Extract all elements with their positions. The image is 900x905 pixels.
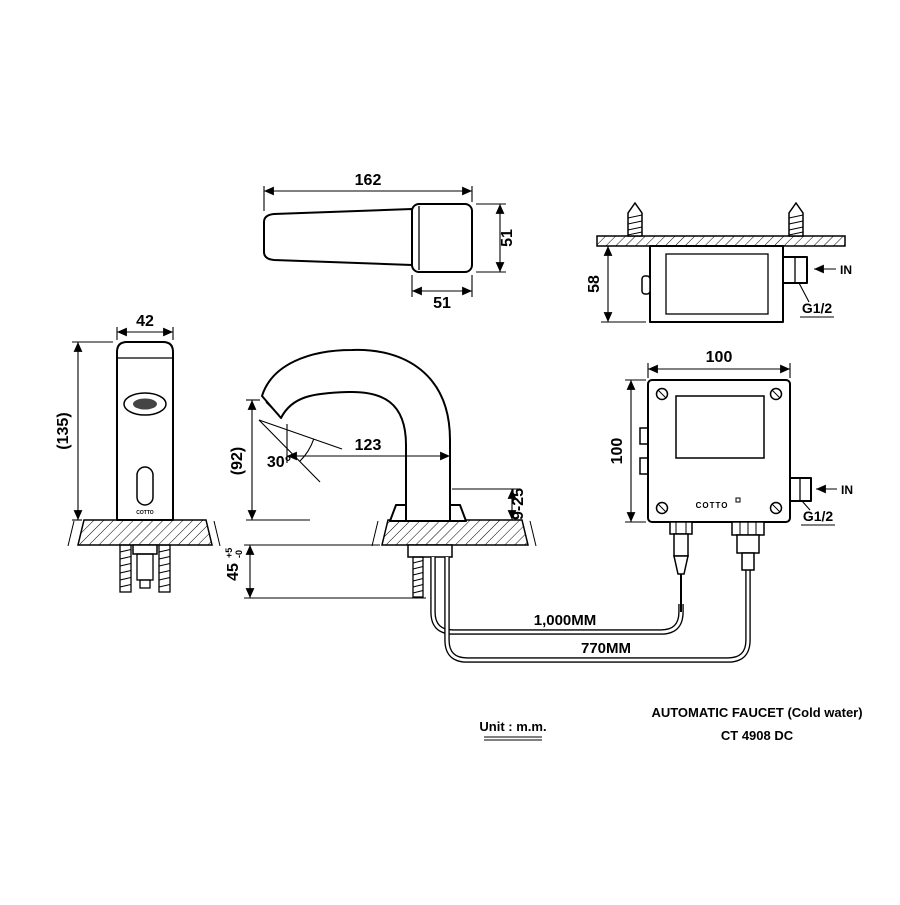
spout-width-label: 51	[433, 295, 451, 312]
hose-run: 1,000MM 770MM	[430, 557, 751, 663]
box-side-knob	[641, 275, 651, 295]
brand-logo-mark	[735, 497, 741, 503]
spray-angle-label: 30°	[267, 454, 291, 471]
box-side-height-label: 58	[586, 275, 603, 293]
box-width-label: 100	[706, 349, 733, 366]
faucet-side-view: 30° 123 (92) 9-25 45 +5 -0	[224, 348, 537, 599]
deck-section-front	[77, 519, 213, 546]
sensor-window-inner	[133, 398, 157, 410]
spout-top-view: 162 51 51	[263, 172, 516, 312]
spout-body-outline	[263, 208, 413, 266]
shank-length-label: 45	[225, 563, 242, 581]
shank-tol-minus: -0	[234, 550, 244, 558]
box-side-panel	[665, 253, 769, 315]
anchor-screw-right	[788, 201, 804, 237]
faucet-front-view: COTTO 42 (135)	[55, 313, 221, 593]
control-box-side-view: IN G1/2 58	[586, 201, 852, 323]
in-label-front: IN	[841, 483, 853, 497]
aerator-line	[265, 401, 280, 416]
faucet-body-outline	[116, 341, 174, 521]
spray-angle: 30°	[258, 419, 343, 483]
notes: Unit : m.m. AUTOMATIC FAUCET (Cold water…	[479, 705, 862, 743]
inlet-hose-inner	[445, 557, 750, 662]
reach-label: 123	[355, 437, 382, 454]
spout-height-label: 51	[499, 229, 516, 247]
inlet-size-label-side: G1/2	[802, 300, 833, 316]
product-title: AUTOMATIC FAUCET (Cold water)	[651, 705, 862, 720]
brand-mark-front: COTTO	[136, 510, 154, 516]
spout-length-label: 162	[355, 172, 382, 189]
gooseneck-spout-outline	[261, 348, 451, 522]
in-label-side: IN	[840, 263, 852, 277]
shank-tol-plus: +5	[224, 548, 234, 558]
sensor-hose-inner	[431, 557, 683, 634]
spout-mount-block	[411, 203, 473, 273]
body-height-label: (135)	[55, 412, 72, 449]
box-side-outline	[649, 245, 784, 323]
inlet-size-label-front: G1/2	[803, 508, 834, 524]
wall-section	[596, 235, 846, 247]
inlet-hose-fitting	[731, 521, 765, 571]
corner-screws	[655, 387, 783, 515]
model-number: CT 4908 DC	[721, 728, 794, 743]
shank-length-dim: 45 +5 -0	[224, 548, 244, 581]
mounting-hardware-side	[407, 544, 453, 598]
unit-note: Unit : m.m.	[479, 719, 546, 734]
control-box-front-view: COTTO IN G1/2 100 100	[609, 349, 853, 612]
sensor-cable-fitting	[669, 521, 693, 612]
sensor-hose-length-label: 1,000MM	[534, 612, 597, 629]
anchor-screw-left	[627, 201, 643, 237]
mounting-hardware-front	[119, 544, 171, 593]
deck-section-side	[381, 519, 529, 546]
brand-logo: COTTO	[696, 501, 729, 510]
deck-range-label: 9-25	[510, 488, 527, 520]
box-front-panel	[675, 395, 765, 459]
inlet-hose-length-label: 770MM	[581, 640, 631, 657]
body-width-label: 42	[136, 313, 154, 330]
body-slot	[136, 466, 154, 506]
box-height-label: 100	[609, 438, 626, 465]
outlet-height-label: (92)	[229, 447, 246, 475]
